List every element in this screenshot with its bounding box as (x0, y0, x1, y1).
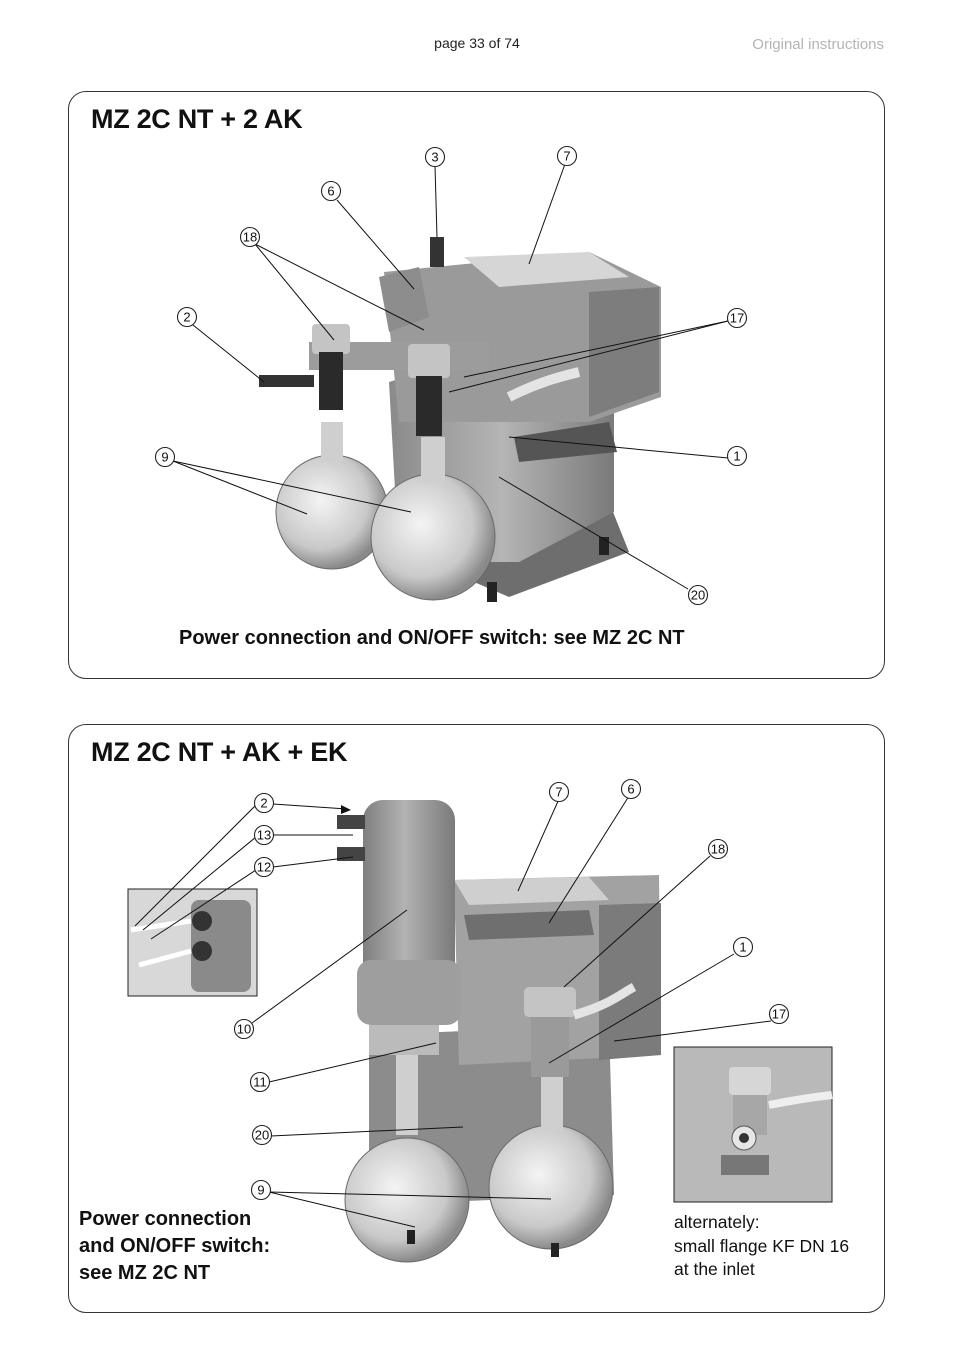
svg-text:13: 13 (257, 828, 271, 843)
caption-line: Power connection (79, 1208, 252, 1230)
svg-text:9: 9 (257, 1183, 264, 1198)
svg-text:6: 6 (327, 184, 334, 199)
callout-6: 6 (620, 778, 642, 800)
panel-title: MZ 2C NT + AK + EK (91, 737, 348, 767)
svg-text:10: 10 (237, 1022, 251, 1037)
caption-line: see MZ 2C NT (79, 1262, 211, 1284)
svg-text:11: 11 (253, 1075, 267, 1090)
callout-17: 17 (726, 307, 748, 329)
callout-11: 11 (249, 1071, 271, 1093)
pump-illustration-2ak: 3 7 6 18 2 17 9 1 20 (154, 145, 748, 606)
pump-illustration-ak-ek: 2 7 6 13 12 18 1 10 17 11 20 (127, 778, 833, 1263)
callout-9: 9 (154, 446, 176, 468)
small-flange-note: alternately: small flange KF DN 16 at th… (674, 1211, 849, 1282)
svg-text:17: 17 (730, 311, 744, 326)
svg-text:1: 1 (739, 940, 746, 955)
svg-text:1: 1 (733, 449, 740, 464)
note-line: alternately: (674, 1212, 760, 1232)
callout-3: 3 (424, 146, 446, 168)
inset-port-detail (127, 888, 258, 997)
callout-20: 20 (687, 584, 709, 606)
callout-2: 2 (176, 306, 198, 328)
callout-17: 17 (768, 1003, 790, 1025)
callout-10: 10 (233, 1018, 255, 1040)
caption-line: and ON/OFF switch: (79, 1235, 271, 1257)
svg-text:3: 3 (431, 150, 438, 165)
callout-1: 1 (732, 936, 754, 958)
inset-small-flange-detail (673, 1046, 833, 1203)
callout-7: 7 (548, 781, 570, 803)
figure-panel-mz2c-2ak: MZ 2C NT + 2 AK (68, 91, 885, 679)
callout-18: 18 (239, 226, 261, 248)
callout-20: 20 (251, 1124, 273, 1146)
callout-7: 7 (556, 145, 578, 167)
power-connection-caption: Power connection and ON/OFF switch: see … (179, 627, 685, 649)
svg-text:12: 12 (257, 860, 271, 875)
svg-text:2: 2 (260, 796, 267, 811)
figure-panel-mz2c-ak-ek: MZ 2C NT + AK + EK (68, 724, 885, 1313)
callout-6: 6 (320, 180, 342, 202)
callout-18: 18 (707, 838, 729, 860)
callout-12: 12 (253, 856, 275, 878)
svg-text:9: 9 (161, 450, 168, 465)
page-number: page 33 of 74 (434, 35, 520, 51)
callout-2: 2 (253, 792, 275, 814)
panel-title: MZ 2C NT + 2 AK (91, 104, 303, 134)
power-connection-caption: Power connection and ON/OFF switch: see … (79, 1206, 329, 1287)
note-line: small flange KF DN 16 (674, 1235, 850, 1256)
document-note: Original instructions (752, 36, 884, 53)
svg-text:20: 20 (691, 588, 705, 603)
svg-text:17: 17 (772, 1007, 786, 1022)
callout-9: 9 (250, 1179, 272, 1201)
callout-1: 1 (726, 445, 748, 467)
svg-text:7: 7 (563, 149, 570, 164)
callout-13: 13 (253, 824, 275, 846)
note-line: at the inlet (674, 1259, 755, 1279)
svg-text:18: 18 (243, 230, 257, 245)
svg-text:6: 6 (627, 782, 634, 797)
svg-text:20: 20 (255, 1128, 269, 1143)
svg-text:2: 2 (183, 310, 190, 325)
svg-text:18: 18 (711, 842, 725, 857)
svg-text:7: 7 (555, 785, 562, 800)
